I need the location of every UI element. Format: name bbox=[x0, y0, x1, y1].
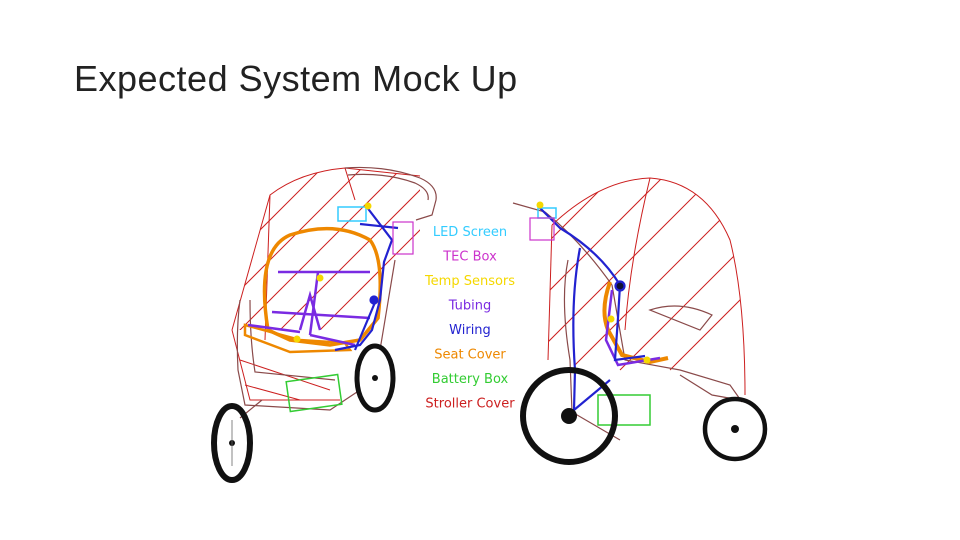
right-battery-box bbox=[598, 395, 650, 425]
legend-item-tec-box: TEC Box bbox=[442, 250, 497, 265]
right-tubing bbox=[606, 290, 660, 365]
legend-item-stroller-cover: Stroller Cover bbox=[425, 397, 515, 412]
right-stroller-frame bbox=[513, 203, 742, 440]
right-stroller bbox=[513, 170, 765, 462]
left-stroller bbox=[214, 160, 436, 480]
left-wiring bbox=[335, 206, 398, 350]
left-stroller-cover bbox=[230, 160, 430, 400]
legend-item-wiring: Wiring bbox=[449, 323, 491, 338]
legend-item-temp-sensors: Temp Sensors bbox=[424, 274, 515, 289]
right-wheels bbox=[523, 370, 765, 462]
left-led-screen bbox=[338, 207, 366, 221]
legend-item-led-screen: LED Screen bbox=[433, 225, 507, 240]
legend-item-seat-cover: Seat Cover bbox=[434, 348, 506, 363]
legend-item-battery-box: Battery Box bbox=[432, 372, 509, 387]
legend-item-tubing: Tubing bbox=[448, 299, 492, 314]
right-tec-box bbox=[530, 218, 554, 240]
